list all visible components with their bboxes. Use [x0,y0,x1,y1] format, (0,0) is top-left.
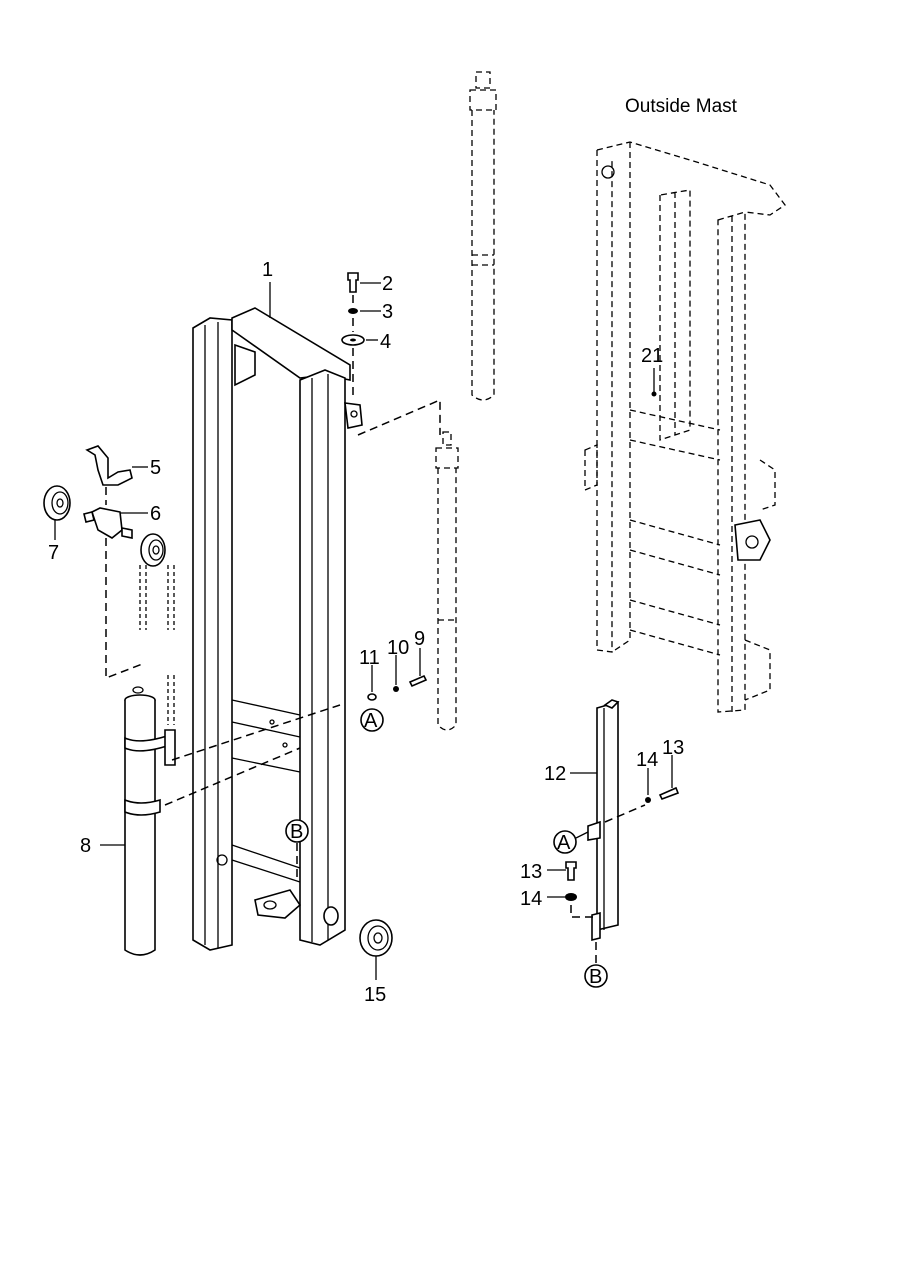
outside-mast-title: Outside Mast [625,96,738,117]
callout-13-lower: 13 [520,861,542,883]
callout-6: 6 [150,503,161,525]
ref-a-1: A [364,710,378,732]
callout-2: 2 [382,273,393,295]
outside-mast: Outside Mast 21 [584,96,786,713]
inner-mast-frame: 1 [192,259,363,951]
callout-5: 5 [150,457,161,479]
callout-11: 11 [359,647,380,669]
callout-9: 9 [414,628,425,650]
ref-b-2: B [589,966,602,988]
callout-10: 10 [387,637,409,659]
ref-a-2: A [557,832,571,854]
bolt-washer-stack: 2 3 4 [341,272,393,400]
roller-15: 15 [323,906,393,1006]
bolt-set-9-10-11: 9 10 11 A [359,628,428,732]
lift-cylinder-upper [469,71,497,401]
callout-3: 3 [382,301,393,323]
ref-b-1: B [290,821,303,843]
callout-4: 4 [380,331,391,353]
callout-14-upper: 14 [636,749,658,771]
callout-8: 8 [80,835,91,857]
side-rail-12: 12 14 13 A 13 14 B [520,699,684,988]
callout-12: 12 [544,763,566,785]
free-lift-cylinder: 8 [80,686,341,956]
chain-sheave-assembly: 5 6 7 [43,445,175,725]
callout-15: 15 [364,984,386,1006]
callout-14-lower: 14 [520,888,542,910]
callout-7: 7 [48,542,59,564]
callout-21: 21 [641,345,663,367]
callout-1: 1 [262,259,273,281]
callout-13-upper: 13 [662,737,684,759]
ref-b-frame: B [285,819,309,880]
lift-cylinder-lower [357,398,459,731]
